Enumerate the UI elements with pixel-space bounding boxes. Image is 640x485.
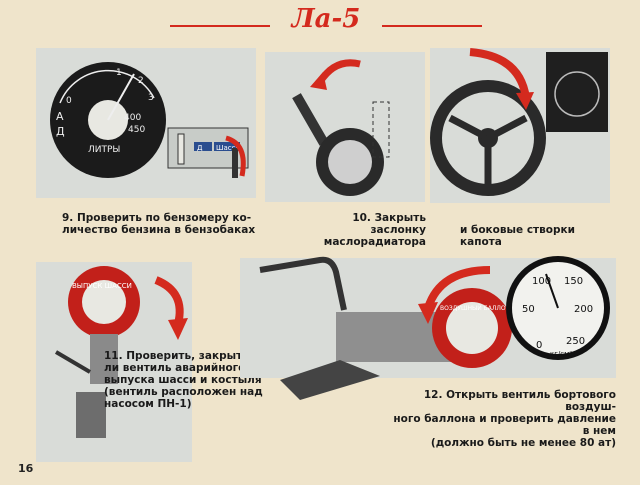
cowl-indicator-plate <box>546 52 608 132</box>
arrow-air <box>424 266 491 310</box>
arrow-air-head <box>418 302 438 324</box>
air-valve-bracket <box>280 360 380 400</box>
step-10-line-1: Закрыть заслонку <box>370 212 426 236</box>
emergency-valve-label: ВЫПУСК ШАССИ <box>72 282 132 290</box>
radiator-lever <box>292 93 329 146</box>
step-11-line-3: выпуска шасси и костыля <box>104 374 262 386</box>
arrow-cowl-head <box>516 92 534 110</box>
fuel-gauge-tick-400: 400 <box>124 113 141 123</box>
fuel-gauge-letter-d: Д <box>56 125 65 138</box>
step-9-line-1: Проверить по бензомеру ко- <box>76 212 252 224</box>
fuel-gauge-unit: ЛИТРЫ <box>88 145 120 155</box>
title-rule-right <box>382 25 482 27</box>
air-valve-illustration: ВОЗДУШНЫЙ БАЛЛОН 0 50 100 150 200 250 кг… <box>259 256 610 400</box>
title-rule-left <box>170 25 270 27</box>
caption-cowl: и боковые створки капота <box>460 224 620 248</box>
page-title: Ла-5 <box>291 4 361 34</box>
caption-step-10: 10. Закрыть заслонку маслорадиатора <box>296 212 426 248</box>
switch-label-d: Д <box>197 144 203 152</box>
step-12-line-2: ного баллона и проверить давление в нем <box>393 413 616 437</box>
step-10-line-2: маслорадиатора <box>323 236 426 248</box>
step-12-line-1: Открыть вентиль бортового воздуш- <box>446 389 616 413</box>
step-11-line-4: (вентиль расположен над <box>104 386 263 398</box>
caption-step-9: 9. Проверить по бензомеру ко- личество б… <box>62 212 262 236</box>
arrow-radiator <box>317 59 361 84</box>
emergency-valve-face <box>82 280 126 324</box>
step-11-number: 11. <box>104 350 123 362</box>
step-11-line-2: ли вентиль аварийного <box>104 362 246 374</box>
cowl-handwheel <box>430 80 546 196</box>
step-cowl-line-1: и боковые створки капота <box>460 224 575 248</box>
step-10-number: 10. <box>352 212 371 224</box>
switch-plate-gear <box>214 142 240 151</box>
air-valve-label: ВОЗДУШНЫЙ БАЛЛОН <box>440 305 510 312</box>
cowl-wheel-illustration <box>430 48 608 196</box>
pressure-gauge-needle <box>545 273 559 309</box>
pressure-gauge-unit: кг/см² <box>550 350 572 358</box>
caption-step-12: 12. Открыть вентиль бортового воздуш- но… <box>386 389 616 449</box>
pressure-tick-250: 250 <box>566 336 585 347</box>
arrow-emergency <box>154 276 184 325</box>
fuel-gauge-tick-2: 2 <box>138 76 144 86</box>
emergency-valve-body <box>90 334 118 384</box>
cowl-spoke-1 <box>448 114 490 142</box>
page-number: 16 <box>18 462 34 475</box>
cowl-spoke-2 <box>486 114 528 142</box>
pressure-tick-50: 50 <box>522 304 535 315</box>
arrow-emergency-head <box>168 318 188 340</box>
emergency-valve-base <box>76 392 106 438</box>
pressure-tick-0: 0 <box>536 340 542 351</box>
arrow-switch <box>225 135 246 177</box>
fuel-gauge-tick-0: 0 <box>66 96 72 106</box>
switch-lever-2 <box>232 148 238 178</box>
fuel-gauge-tick-3: 3 <box>148 93 154 103</box>
fuel-gauge-tick-450: 450 <box>128 125 145 135</box>
pressure-tick-100: 100 <box>532 276 551 287</box>
step-11-line-5: насосом ПН-1) <box>104 398 192 410</box>
fuel-gauge-tick-1: 1 <box>116 68 122 78</box>
arrow-cowl <box>469 48 530 99</box>
pressure-tick-150: 150 <box>564 276 583 287</box>
step-11-line-1: Проверить, закрыт <box>126 350 243 362</box>
radiator-lever-illustration <box>292 59 390 196</box>
radiator-wheel-inner <box>328 140 372 184</box>
emergency-valve-pipe <box>54 350 92 374</box>
switch-lever-1 <box>177 133 185 165</box>
fuel-gauge-needle <box>107 73 135 121</box>
step-12-line-3: (должно быть не менее 80 ат) <box>430 437 616 449</box>
arrow-radiator-head <box>310 72 327 90</box>
air-valve-face <box>446 302 498 354</box>
cowl-indicator-dial <box>554 71 600 117</box>
caption-step-11: 11. Проверить, закрыт ли вентиль аварийн… <box>104 350 274 410</box>
switch-plate-d <box>194 142 212 151</box>
air-pipe <box>259 256 347 311</box>
step-9-number: 9. <box>62 212 74 224</box>
step-12-number: 12. <box>423 389 443 401</box>
fuel-gauge-scale <box>59 69 155 104</box>
fuel-gauge-illustration: А Д 0 1 2 3 400 450 ЛИТРЫ Д Шасси <box>50 62 249 178</box>
switch-label-gear: Шасси <box>216 144 240 152</box>
emergency-valve-illustration: ВЫПУСК ШАССИ <box>54 266 188 438</box>
step-9-line-2: личество бензина в бензобаках <box>62 224 256 236</box>
pressure-tick-200: 200 <box>574 304 593 315</box>
radiator-lever-ghost <box>372 101 390 158</box>
fuel-gauge-letter-a: А <box>56 110 64 123</box>
